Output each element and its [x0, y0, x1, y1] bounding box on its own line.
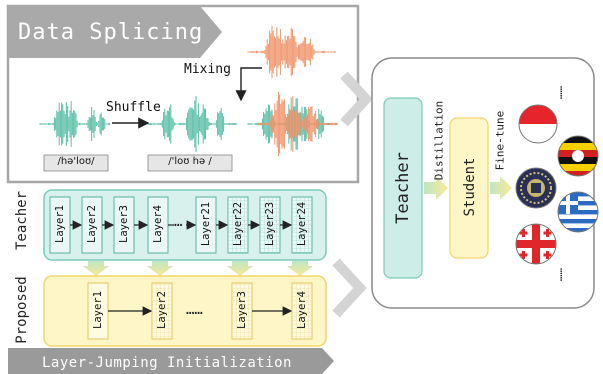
layer-jump-arrow — [83, 261, 109, 276]
banner-text: Layer-Jumping Initialization — [41, 355, 292, 371]
proposed-layer-label: Layer4 — [296, 291, 308, 329]
teacher-row-label: Teacher — [14, 190, 30, 250]
proposed-layer-label: Layer3 — [236, 291, 248, 329]
flag-greece-icon — [557, 191, 599, 233]
chevron-icon — [340, 71, 373, 127]
teacher-layer-label: Layer4 — [152, 205, 164, 243]
chevron-icon — [332, 258, 367, 318]
proposed-row-label: Proposed — [14, 276, 30, 344]
teacher-layer-label: Layer23 — [264, 201, 276, 247]
layer-jump-arrow — [227, 261, 253, 276]
flag-indonesia-icon — [518, 104, 558, 144]
teacher-layer-label: Layer24 — [296, 201, 308, 247]
proposed-layer-hatch — [152, 283, 172, 339]
phonetic-box-original — [43, 154, 109, 172]
teacher-model-label: Teacher — [393, 152, 413, 224]
flag-seal-icon — [515, 167, 557, 209]
distillation-label: Distillation — [432, 100, 446, 181]
flag-uganda-icon — [557, 135, 599, 177]
layer-jumping-banner — [8, 348, 334, 374]
layer-jump-arrow — [147, 261, 173, 276]
proposed-layer-hatch — [292, 283, 312, 339]
proposed-layer-label: Layer1 — [92, 291, 104, 329]
teacher-layer-label: Layer3 — [118, 205, 130, 243]
waveforms — [39, 25, 338, 157]
teacher-layer-label: Layer22 — [232, 201, 244, 247]
waveform — [39, 101, 111, 147]
phonetic-original: /hə'loʊ/ — [57, 156, 95, 167]
teacher-layer-hatch — [260, 197, 280, 253]
proposed-layers-panel — [43, 275, 327, 347]
mixing-arrow — [235, 67, 262, 102]
teacher-layer-hatch — [228, 197, 248, 253]
student-model-label: Student — [462, 157, 478, 217]
proposed-layer-label: Layer2 — [156, 291, 168, 329]
proposed-layer-blocks — [87, 282, 313, 340]
flags-dots-top: …… — [552, 85, 566, 100]
teacher-model-box — [383, 97, 423, 279]
mixing-label: Mixing — [184, 62, 231, 77]
teacher-ellipsis: … — [174, 214, 183, 230]
teacher-layer-blocks — [49, 196, 313, 254]
waveform — [257, 91, 338, 157]
phonetic-shuffled: /'loʊ hə / — [168, 156, 212, 167]
teacher-layer-label: Layer21 — [200, 201, 212, 247]
data-splicing-title: Data Splicing — [18, 20, 204, 45]
waveform — [247, 25, 337, 79]
data-splicing-panel — [6, 4, 360, 184]
phonetic-box-shuffled — [147, 154, 233, 172]
teacher-layer-label: Layer1 — [54, 205, 66, 243]
teacher-layer-label: Layer2 — [86, 205, 98, 243]
shuffle-label: Shuffle — [106, 100, 161, 115]
distillation-arrow — [424, 176, 448, 200]
teacher-layer-hatch — [292, 197, 312, 253]
flags-dots-bottom: …… — [552, 267, 566, 282]
proposed-layer-hatch — [232, 283, 252, 339]
layer-jump-arrow — [287, 261, 313, 276]
layer-jump-arrows — [83, 261, 313, 276]
proposed-ellipsis: …… — [186, 302, 203, 318]
finetune-arrow — [490, 176, 512, 200]
finetune-label: Fine-tune — [493, 110, 507, 171]
flag-georgia-icon — [515, 223, 557, 265]
student-model-box — [449, 117, 489, 259]
